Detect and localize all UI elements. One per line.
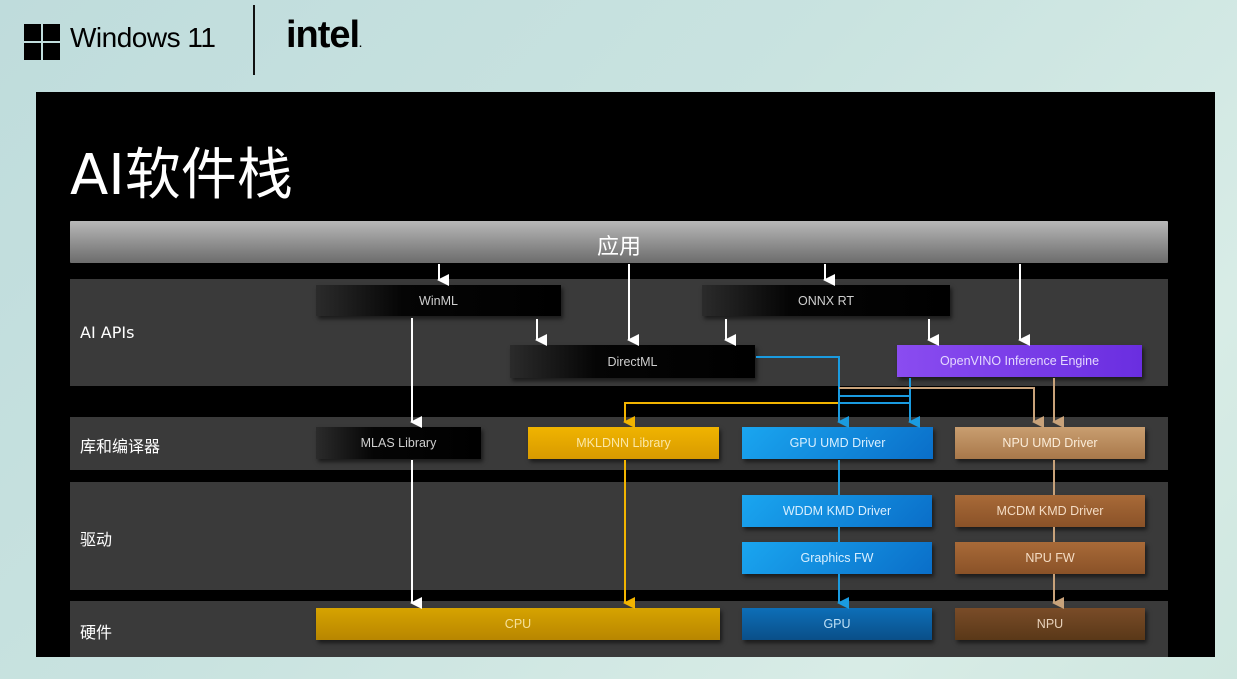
application-layer: 应用: [70, 221, 1168, 263]
slide-title: AI软件栈: [70, 143, 293, 208]
gpu-umd-driver-box: GPU UMD Driver: [742, 427, 933, 459]
mkldnn-library-box: MKLDNN Library: [528, 427, 719, 459]
openvino-box: OpenVINO Inference Engine: [897, 345, 1142, 377]
intel-wordmark: intel: [286, 14, 360, 56]
intel-logo: intel.: [286, 14, 362, 57]
onnx-rt-box: ONNX RT: [702, 285, 950, 316]
mcdm-kmd-driver-box: MCDM KMD Driver: [955, 495, 1145, 527]
gpu-box: GPU: [742, 608, 932, 640]
winml-box: WinML: [316, 285, 561, 316]
wddm-kmd-driver-box: WDDM KMD Driver: [742, 495, 932, 527]
brand-header: Windows 11 intel.: [0, 0, 1237, 92]
application-layer-label: 应用: [596, 235, 641, 260]
windows-11-label: Windows 11: [70, 22, 216, 53]
npu-box: NPU: [955, 608, 1145, 640]
cpu-box: CPU: [316, 608, 720, 640]
windows-logo-icon: [24, 24, 60, 60]
mlas-library-box: MLAS Library: [316, 427, 481, 459]
layer-label-drivers: 驱动: [80, 530, 113, 549]
npu-fw-box: NPU FW: [955, 542, 1145, 574]
brand-divider: [253, 5, 255, 75]
intel-dot: .: [359, 39, 362, 50]
directml-box: DirectML: [510, 345, 755, 378]
slide: AI软件栈 应用 AI APIs 库和编译器 驱动 硬件 WinML ONNX …: [36, 92, 1215, 657]
npu-umd-driver-box: NPU UMD Driver: [955, 427, 1145, 459]
graphics-fw-box: Graphics FW: [742, 542, 932, 574]
layer-label-hardware: 硬件: [80, 623, 113, 642]
layer-label-ai-apis: AI APIs: [80, 323, 135, 342]
layer-label-libraries: 库和编译器: [80, 437, 161, 456]
